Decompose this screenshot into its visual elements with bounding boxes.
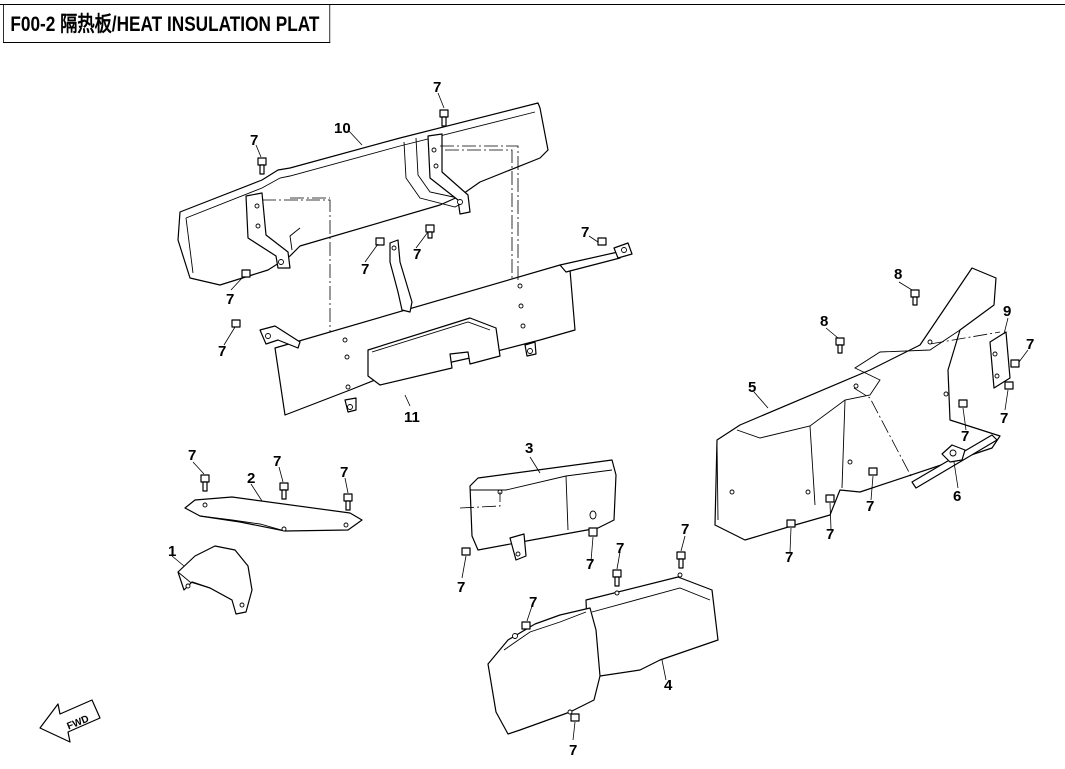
page-title: F00-2 隔热板/HEAT INSULATION PLAT	[3, 4, 331, 43]
callout-7: 7	[529, 594, 537, 611]
callout-1: 1	[168, 543, 176, 560]
callout-4: 4	[664, 677, 673, 694]
callout-9: 9	[1003, 303, 1011, 320]
callout-7: 7	[413, 246, 421, 263]
callout-7: 7	[457, 579, 465, 596]
part-1-bracket[interactable]	[177, 545, 253, 615]
callout-labels: 10 11 2 1 3 4 5 6 8 8 9 7 7 7 7 7 7 7 7 …	[168, 79, 1034, 759]
callout-7: 7	[361, 261, 369, 278]
bolt-icon	[439, 109, 449, 127]
callout-7: 7	[218, 343, 226, 360]
callout-7: 7	[586, 556, 594, 573]
callout-7: 7	[569, 742, 577, 759]
callout-10: 10	[334, 120, 351, 137]
callout-7: 7	[616, 540, 624, 557]
bolt-icon	[1010, 359, 1020, 368]
callout-7: 7	[826, 526, 834, 543]
bolt-icon	[461, 547, 471, 556]
callout-7: 7	[681, 521, 689, 538]
part-3-heat-shield[interactable]	[469, 459, 617, 561]
callout-11: 11	[404, 409, 420, 426]
callout-7: 7	[433, 79, 441, 96]
bolt-icon	[597, 237, 607, 246]
callout-7: 7	[785, 549, 793, 566]
bolt-icon	[521, 621, 531, 630]
callout-7: 7	[961, 428, 969, 445]
callout-7: 7	[581, 224, 589, 241]
bolt-icon	[425, 224, 435, 239]
fwd-arrow: FWD	[39, 699, 101, 743]
bolt-icon	[676, 551, 686, 569]
bolt-icon	[200, 474, 210, 492]
callout-8: 8	[820, 313, 828, 330]
bolt-icon	[343, 493, 353, 511]
callout-3: 3	[525, 440, 533, 457]
bolt-icon	[825, 494, 835, 503]
bolt-icon	[1004, 381, 1014, 390]
bolt-icon	[612, 569, 622, 587]
bolt-icon	[375, 237, 385, 246]
callout-7: 7	[340, 464, 348, 481]
callout-7: 7	[188, 447, 196, 464]
bolt-icon	[570, 713, 580, 722]
part-4-heat-shield[interactable]	[487, 572, 719, 735]
callout-5: 5	[748, 379, 756, 396]
bolt-icon	[868, 467, 878, 476]
bolt-icon	[241, 269, 251, 278]
callout-7: 7	[250, 132, 258, 149]
callout-7: 7	[273, 453, 281, 470]
callout-8: 8	[894, 266, 902, 283]
part-11-heat-shield[interactable]	[259, 239, 633, 416]
callout-6: 6	[953, 488, 961, 505]
part-5-heat-shield[interactable]	[714, 267, 1001, 541]
callout-7: 7	[866, 498, 874, 515]
bolt-icon	[231, 319, 241, 328]
leader-lines	[171, 92, 1029, 741]
bolt-icon	[588, 527, 598, 537]
bolt-icon	[958, 399, 968, 408]
callout-7: 7	[226, 291, 234, 308]
bolt-icon	[835, 337, 845, 354]
callout-2: 2	[247, 470, 255, 487]
bolt-icon	[786, 519, 796, 528]
callout-7: 7	[1000, 410, 1008, 427]
assembly-lines	[262, 145, 1001, 509]
header-rule	[0, 4, 1065, 5]
part-6-strip[interactable]	[911, 434, 998, 489]
part-2-heat-shield[interactable]	[184, 496, 363, 532]
part-9-plate[interactable]	[989, 331, 1011, 389]
bolt-icon	[257, 157, 267, 175]
bolt-icon	[910, 289, 920, 306]
callout-7: 7	[1026, 336, 1034, 353]
part-10-heat-shield[interactable]	[177, 102, 549, 286]
bolt-icons	[200, 109, 1020, 722]
bolt-icon	[279, 482, 289, 500]
